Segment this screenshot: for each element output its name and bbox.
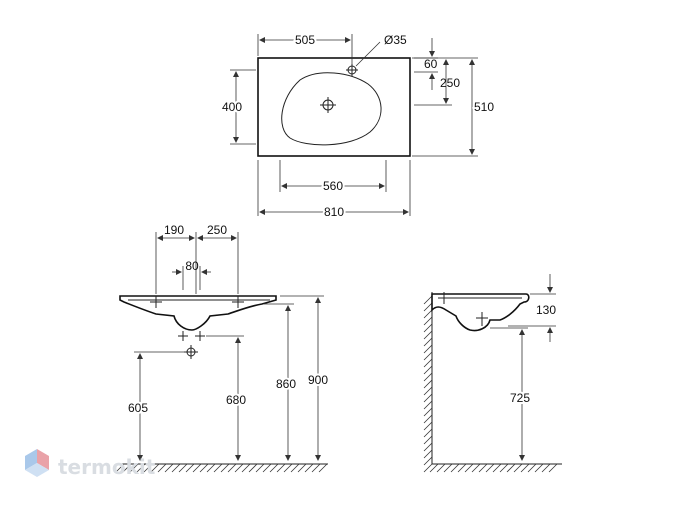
drain-side-icon <box>476 312 488 326</box>
dim-80: 80 <box>185 259 199 273</box>
dim-130: 130 <box>536 303 556 317</box>
tap-side-icon <box>438 292 450 304</box>
dim-505: 505 <box>295 33 315 47</box>
watermark-text: termokit <box>58 455 156 479</box>
dim-725: 725 <box>510 391 530 405</box>
dim-60: 60 <box>424 57 438 71</box>
dim-680: 680 <box>226 393 246 407</box>
floor-hatch-side <box>429 463 558 473</box>
dim-560: 560 <box>323 179 343 193</box>
dim-900: 900 <box>308 373 328 387</box>
dim-605: 605 <box>128 401 148 415</box>
drain-fittings-icon <box>178 331 205 359</box>
wall-hatch <box>423 295 433 473</box>
dim-250-front: 250 <box>207 223 227 237</box>
tap-hole-right-icon <box>232 296 244 308</box>
front-view: 190 250 80 605 680 860 900 <box>115 223 330 473</box>
side-view: 130 725 <box>423 274 562 473</box>
floor-hatch-front <box>115 463 328 473</box>
dim-400: 400 <box>222 100 242 114</box>
drain-icon <box>320 97 336 113</box>
dim-diameter-35: Ø35 <box>384 33 407 47</box>
watermark: termokit <box>25 449 156 479</box>
dim-810: 810 <box>324 205 344 219</box>
top-view: 505 Ø35 60 250 510 400 560 810 <box>220 31 496 221</box>
tap-hole-left-icon <box>150 296 162 308</box>
dim-190: 190 <box>164 223 184 237</box>
basin-outline-side <box>431 293 530 332</box>
basin-outline-top <box>257 57 411 157</box>
dim-250-top: 250 <box>440 76 460 90</box>
watermark-logo-icon <box>25 449 49 477</box>
basin-outline-front <box>119 295 277 331</box>
tap-hole-icon <box>346 64 358 76</box>
bowl-outline-top <box>281 72 382 146</box>
dim-510: 510 <box>474 100 494 114</box>
dim-860: 860 <box>276 377 296 391</box>
